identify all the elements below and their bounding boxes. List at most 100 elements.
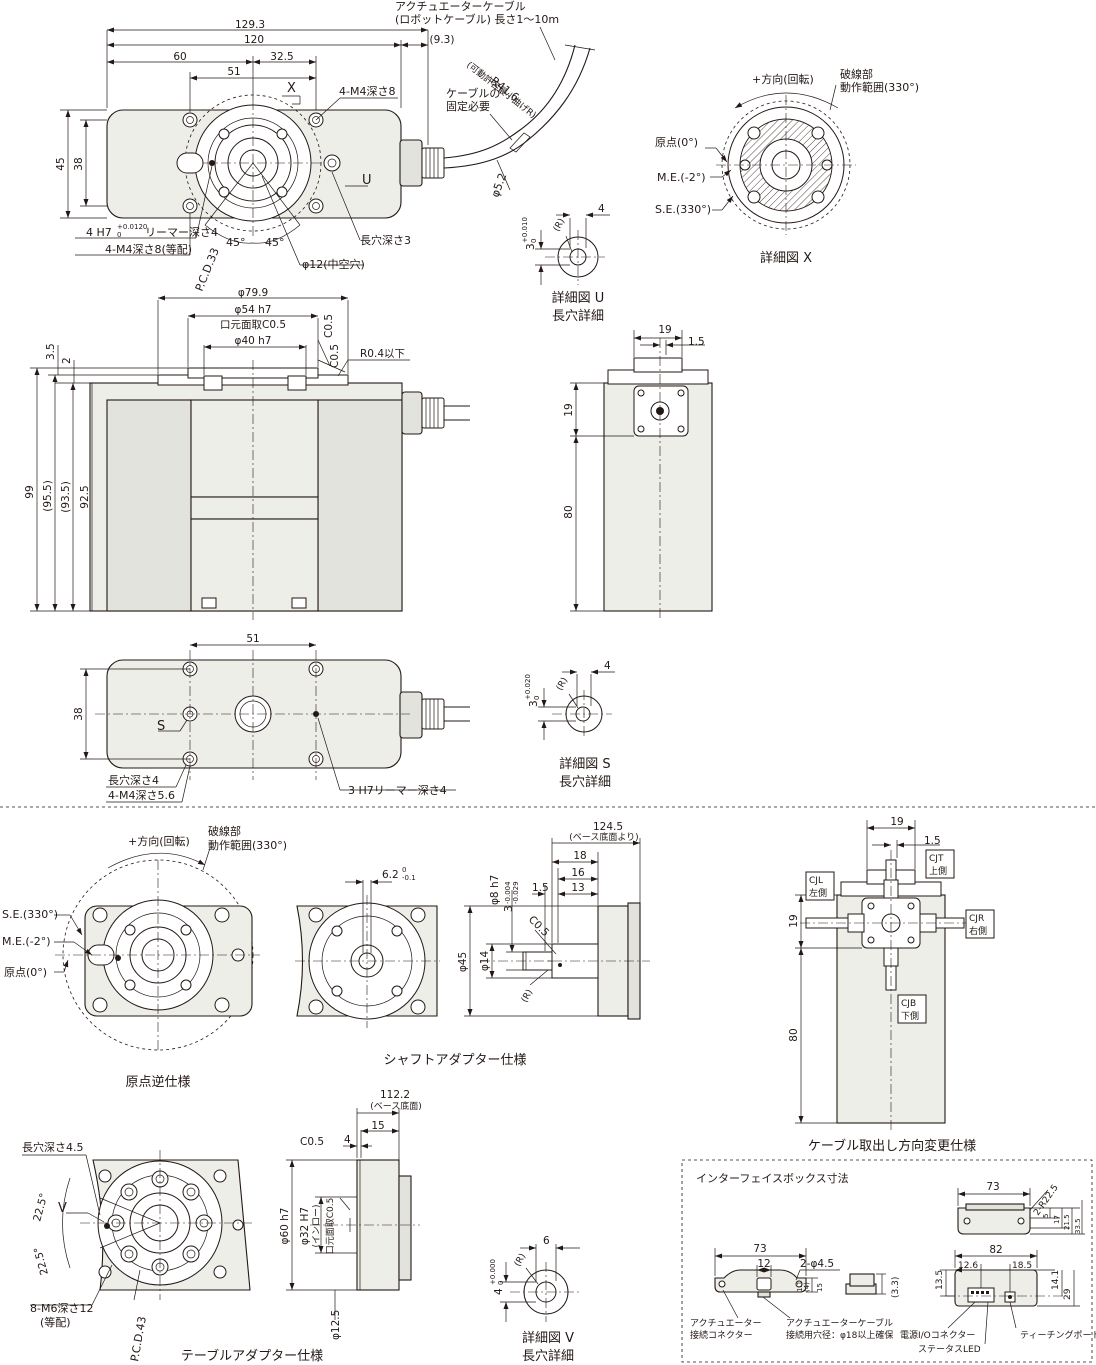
cable-dir-title: ケーブル取出し方向変更仕様 <box>808 1138 976 1154</box>
ib-power: 電源I/Oコネクター <box>900 1330 975 1341</box>
table-inlow: (インロー) <box>312 1204 322 1247</box>
interface-title: インターフェイスボックス寸法 <box>696 1171 849 1185</box>
marker-v: V <box>58 1201 67 1216</box>
shaft-title: シャフトアダプター仕様 <box>383 1053 526 1068</box>
table-phi32: φ32 H7 <box>299 1207 311 1245</box>
front-dim-phi40: φ40 h7 <box>235 335 272 347</box>
table-angle-1: 22.5° <box>31 1192 50 1223</box>
bottom-dim-38: 38 <box>73 707 85 720</box>
side-dim-19-v: 19 <box>563 403 575 416</box>
shaft-dim-1-5: 1.5 <box>532 882 549 894</box>
detail-x-origin: 原点(0°) <box>655 136 698 149</box>
shaft-phi8: φ8 h7 <box>489 875 501 905</box>
interface-box-panel: インターフェイスボックス寸法 73 12 2-φ4.5 1.1 <box>681 1159 1096 1363</box>
front-dim-93-5: (93.5) <box>60 481 72 513</box>
fix-note-2: 固定必要 <box>446 99 490 113</box>
detail-s-width: 4 <box>604 660 611 672</box>
detail-s-tol-lower: 0 <box>533 696 541 700</box>
front-dim-92-5: 92.5 <box>79 485 91 508</box>
detail-x-se: S.E.(330°) <box>655 203 711 216</box>
ib-dim-73-a: 73 <box>753 1243 766 1255</box>
orev-stopper-2: 動作範囲(330°) <box>208 838 287 852</box>
detail-v-subtitle: 長穴詳細 <box>522 1348 574 1364</box>
cable-note-1: アクチュエーターケーブル <box>395 0 526 13</box>
detail-u-r: (R) <box>552 217 567 234</box>
detail-x: +方向(回転) 破線部 動作範囲(330°) 原点(0°) M.E.(-2°) … <box>655 67 919 266</box>
shaft-dim-16: 16 <box>571 867 585 879</box>
orev-origin: 原点(0°) <box>4 966 47 979</box>
tap-note-1: 4-M4深さ8 <box>339 85 395 98</box>
detail-v-title: 詳細図 V <box>522 1330 574 1346</box>
shaft-dim-13: 13 <box>571 882 584 894</box>
dim-9-3: (9.3) <box>430 34 455 46</box>
ib-led: ステータスLED <box>918 1344 981 1355</box>
ib-dim-82: 82 <box>989 1244 1002 1256</box>
marker-x: X <box>287 81 296 96</box>
shaft-dim-6-2: 6.2 <box>382 869 399 881</box>
cjl-label: CJL <box>809 876 823 886</box>
dim-120: 120 <box>244 34 264 46</box>
ib-dim-29: 29 <box>1063 1288 1073 1300</box>
shaft-phi45: φ45 <box>457 952 469 972</box>
shaft-dim-upper: 0 <box>402 866 406 874</box>
detail-x-title: 詳細図 X <box>760 250 812 266</box>
front-dim-c05-a: C0.5 <box>323 314 335 338</box>
front-dim-99: 99 <box>24 485 36 498</box>
table-dim-112-2: 112.2 <box>380 1089 410 1101</box>
orev-se: S.E.(330°) <box>2 908 58 921</box>
dim-129-3: 129.3 <box>235 19 265 31</box>
angle-left: 45° <box>226 236 246 249</box>
detail-x-me: M.E.(-2°) <box>657 171 706 184</box>
detail-u: 4 3 +0.010 0 (R) 詳細図 U 長穴詳細 <box>521 203 610 324</box>
cable-dir-dim-80: 80 <box>788 1028 800 1041</box>
ib-dim-21-5: 21.5 <box>1063 1214 1071 1230</box>
ib-dim-2-phi4-5: 2-φ4.5 <box>800 1258 834 1270</box>
front-dim-phi79-9: φ79.9 <box>238 287 268 299</box>
ib-dim-r22-5: 2-R22.5 <box>1032 1183 1060 1218</box>
detail-u-title: 詳細図 U <box>552 290 605 306</box>
table-chamfer: 口元面取C0.5 <box>325 1198 336 1255</box>
detail-s-tol-base: 3 <box>528 700 540 707</box>
cjl-sub: 左側 <box>809 887 827 899</box>
reamer-tol-lower: 0 <box>117 231 121 239</box>
side-dim-80: 80 <box>563 505 575 518</box>
cable-dir-dim-1-5: 1.5 <box>924 835 941 847</box>
cjr-sub: 右側 <box>969 925 987 937</box>
marker-s: S <box>157 719 165 734</box>
detail-x-stopper-2: 動作範囲(330°) <box>840 80 919 94</box>
table-tap: 8-M6深さ12 <box>30 1302 93 1315</box>
detail-s-title: 詳細図 S <box>559 756 610 772</box>
detail-v: 6 4 +0.000 0 (R) 詳細図 V 長穴詳細 <box>489 1235 582 1364</box>
ib-conn-2: 接続コネクター <box>690 1329 753 1341</box>
orev-stopper-1: 破線部 <box>208 824 241 838</box>
detail-v-tol-lower: 0 <box>497 1281 505 1285</box>
dim-51: 51 <box>227 66 240 78</box>
detail-s-tol-upper: +0.020 <box>524 674 532 700</box>
table-dim-base: (ベース底面) <box>370 1100 422 1112</box>
cable-dir-dim-19: 19 <box>890 816 903 828</box>
reamer-suffix: リーマー深さ4 <box>145 226 218 239</box>
top-view: 129.3 120 (9.3) 60 32.5 51 45 38 X U 4-M… <box>55 19 596 293</box>
ib-dim-73-b: 73 <box>986 1181 999 1193</box>
dim-60: 60 <box>173 51 186 63</box>
bottom-view: 51 38 S 長穴深さ4 4-M4深さ5.6 3 H7リーマー深さ4 <box>73 633 470 803</box>
shaft-t3-lower: -0.029 <box>512 881 520 904</box>
detail-s-r: (R) <box>555 676 570 693</box>
detail-v-width: 6 <box>543 1235 550 1247</box>
cjb-label: CJB <box>901 999 916 1009</box>
front-view: φ79.9 φ54 h7 口元面取C0.5 φ40 h7 C0.5 C0.5 R… <box>24 287 470 620</box>
table-phi12-5: φ12.5 <box>330 1310 342 1340</box>
dim-32-5: 32.5 <box>270 51 293 63</box>
reamer-prefix: 4 H7 <box>86 226 112 239</box>
side-dim-19: 19 <box>658 324 671 336</box>
cjt-sub: 上側 <box>929 865 947 877</box>
detail-x-stopper-1: 破線部 <box>840 67 873 81</box>
table-pcd: P.C.D.43 <box>128 1315 149 1362</box>
marker-u: U <box>362 173 372 188</box>
table-tap-note: (等配) <box>40 1315 71 1329</box>
reamer-tol-upper: +0.0120 <box>117 223 147 231</box>
ib-dim-1-1: 1.1 <box>796 1281 804 1292</box>
dim-45: 45 <box>55 157 67 170</box>
detail-u-tol-upper: +0.010 <box>521 217 529 243</box>
table-phi60: φ60 h7 <box>279 1208 291 1245</box>
